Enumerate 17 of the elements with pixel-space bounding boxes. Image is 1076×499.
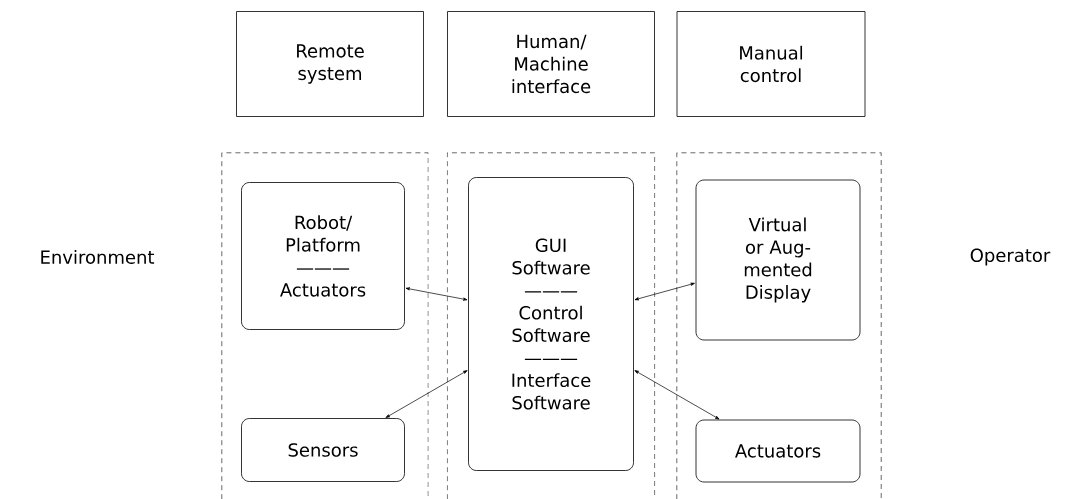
rounded-box: GUI Software ——— Control Software ——— Interface Software	[468, 177, 634, 471]
arrow	[634, 282, 695, 301]
side-label: Operator	[970, 248, 1051, 266]
rounded-box: Virtual or Aug-mented Display	[695, 179, 861, 341]
dashed-region	[447, 152, 655, 499]
arrow	[405, 287, 468, 301]
rounded-box: Sensors	[241, 418, 405, 482]
heading-box: Manual control	[676, 11, 866, 117]
arrow	[634, 370, 720, 420]
side-label: Environment	[41, 250, 155, 264]
rounded-box: Robot/ Platform ——— Actuators	[241, 182, 405, 330]
heading-box: Remote system	[236, 11, 424, 117]
arrow	[385, 370, 468, 418]
heading-box: Human/ Machine interface	[447, 11, 655, 117]
dashed-region	[221, 152, 429, 499]
dashed-region	[676, 152, 882, 499]
rounded-box: Actuators	[695, 419, 861, 483]
